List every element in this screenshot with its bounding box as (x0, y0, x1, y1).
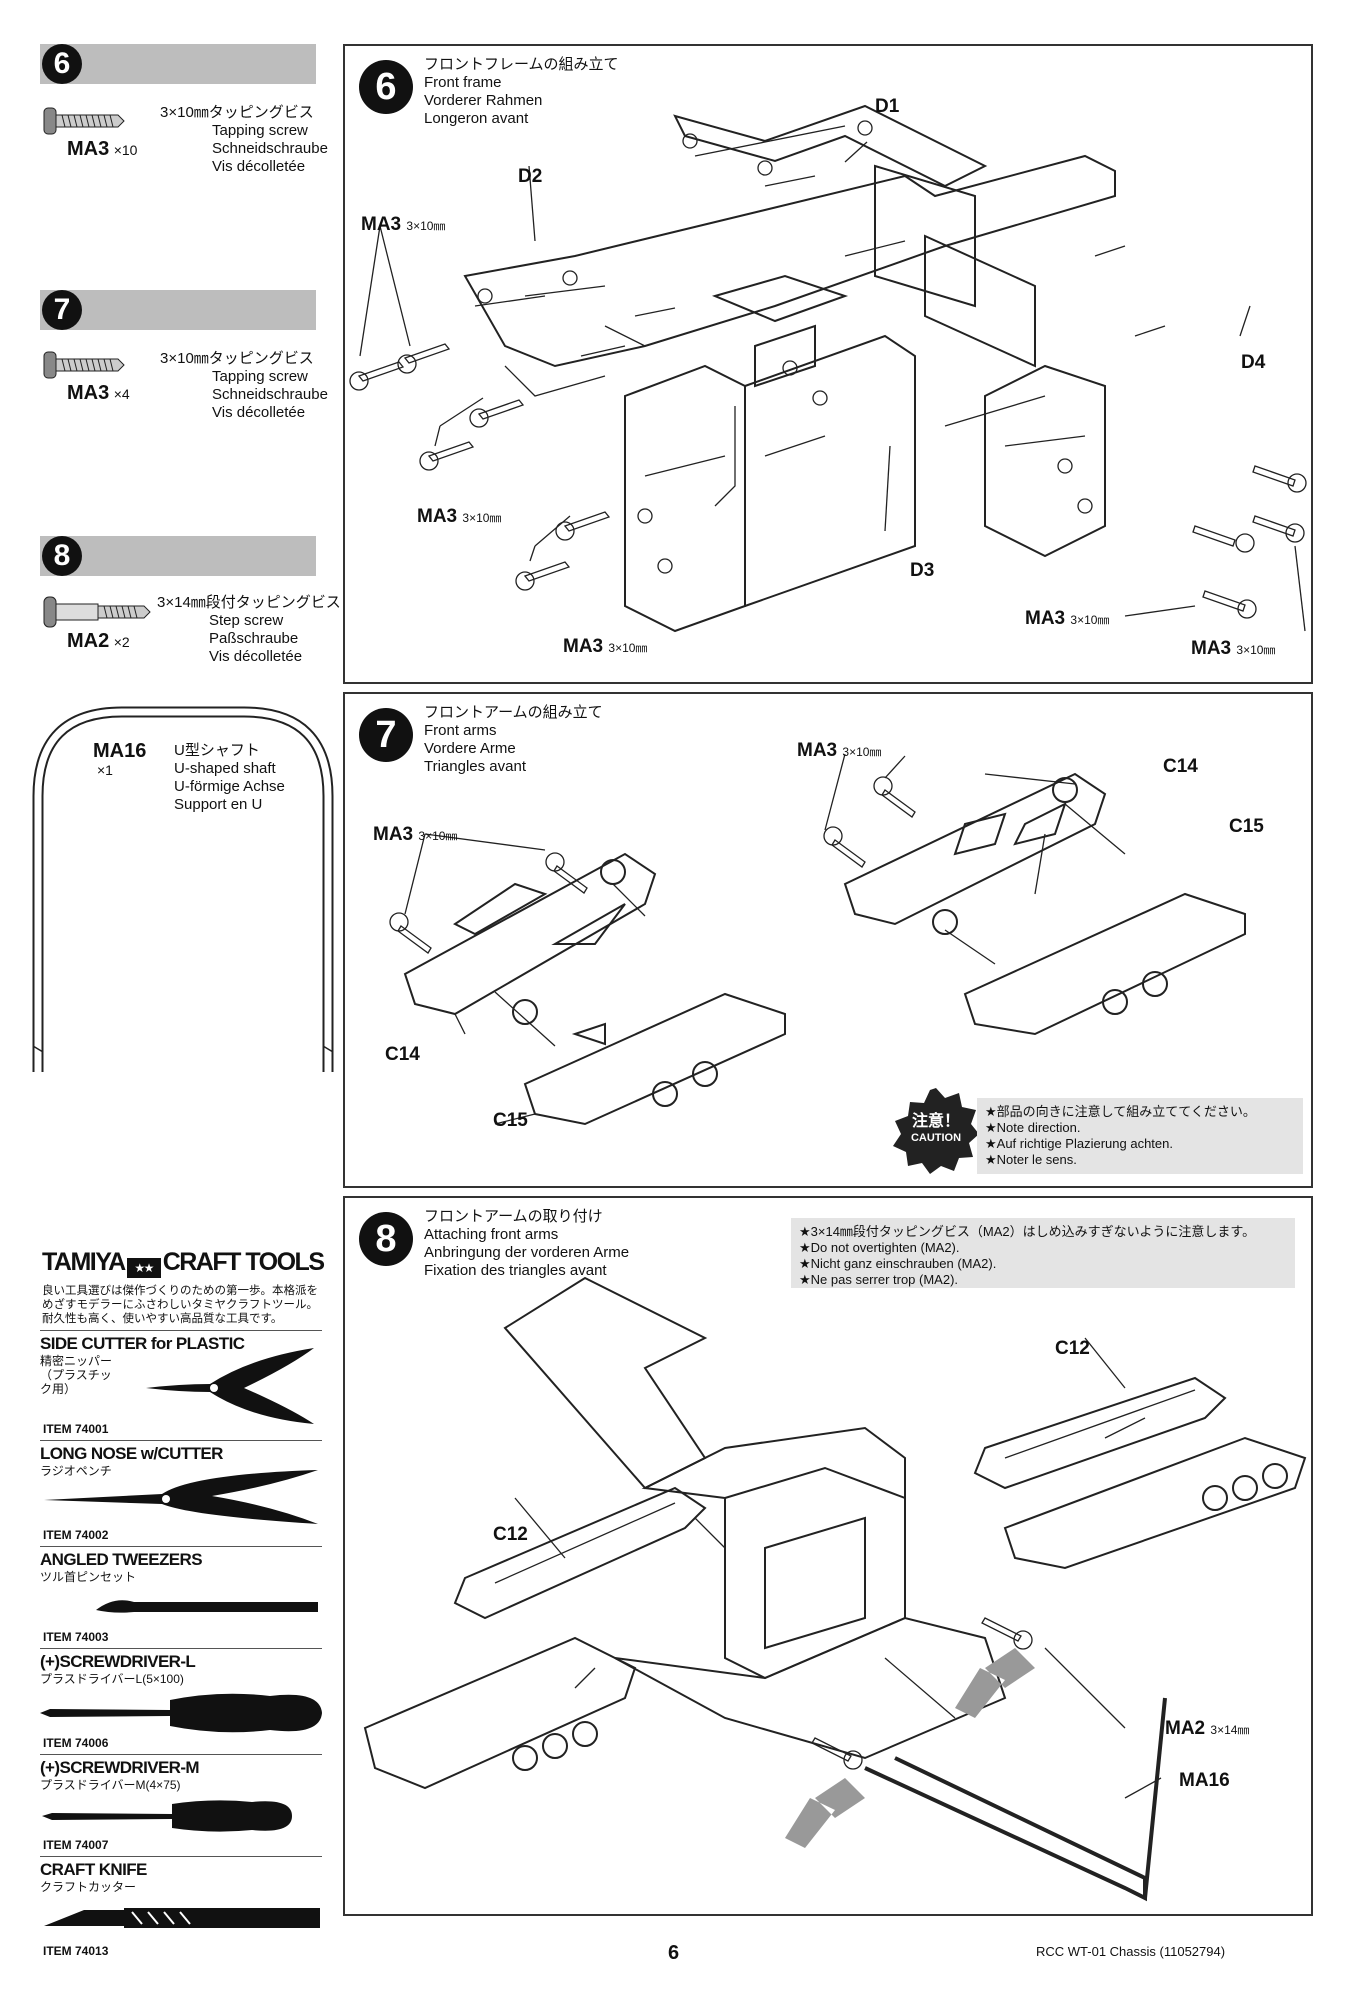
caution-badge-icon (893, 1088, 979, 1174)
tools-brand-header: TAMIYA★★CRAFT TOOLS (42, 1248, 325, 1278)
label-c12-right: C12 (1055, 1338, 1090, 1359)
label-ma3-a: MA3 3×10㎜ (361, 214, 446, 235)
label-d4: D4 (1241, 352, 1266, 373)
divider (40, 1856, 322, 1857)
panel8-title: フロントアームの取り付け Attaching front arms Anbrin… (424, 1208, 630, 1279)
long-nose-pliers-icon (44, 1470, 318, 1524)
step8-number: 8 (42, 536, 82, 576)
panel8-number: 8 (359, 1212, 413, 1266)
label-c15-left: C15 (493, 1110, 528, 1131)
label-d3: D3 (910, 560, 935, 581)
side-cutter-icon (146, 1348, 314, 1424)
screwdriver-m-icon (42, 1800, 292, 1832)
label-d2: D2 (518, 166, 543, 187)
label-ma3-b: MA3 3×10㎜ (417, 506, 502, 527)
divider (40, 1330, 322, 1331)
arrow-icon (955, 1648, 1035, 1718)
panel-step8: 8 フロントアームの取り付け Attaching front arms Anbr… (343, 1196, 1313, 1916)
step6-number: 6 (42, 44, 82, 84)
divider (40, 1546, 322, 1547)
shaft-part-desc: U型シャフト U-shaped shaft U-förmige Achse Su… (174, 742, 285, 813)
step8-part-desc: 3×14㎜段付タッピングビス Step screw Paßschraube Vi… (157, 594, 341, 665)
step6-part-desc: 3×10㎜タッピングビス Tapping screw Schneidschrau… (160, 104, 328, 175)
screwdriver-l-icon (40, 1693, 322, 1733)
label-c12-left: C12 (493, 1524, 528, 1545)
label-c14-left: C14 (385, 1044, 420, 1065)
step6-tab (40, 44, 316, 84)
label-c14-right: C14 (1163, 756, 1198, 777)
tool-side-cutter: SIDE CUTTER for PLASTIC 精密ニッパー（プラスチック用） … (40, 1334, 322, 1438)
caution-note: ★部品の向きに注意して組み立ててください。 ★Note direction. ★… (977, 1098, 1303, 1174)
angled-tweezers-icon (96, 1600, 318, 1613)
tool-long-nose: LONG NOSE w/CUTTER ラジオペンチ ITEM 74002 (40, 1444, 322, 1544)
attach-arms-diagram (363, 1276, 1307, 1902)
panel7-title: フロントアームの組み立て Front arms Vordere Arme Tri… (424, 704, 603, 775)
caution-badge-text: 注意！ CAUTION (910, 1113, 962, 1145)
doc-title: RCC WT-01 Chassis (11052794) (1036, 1944, 1226, 1959)
label-ma3-d: MA3 3×10㎜ (1025, 608, 1110, 629)
screw-group (349, 343, 1307, 619)
tool-craft-knife: CRAFT KNIFE クラフトカッター ITEM 74013 (40, 1860, 322, 1960)
divider (40, 1754, 322, 1755)
page-number: 6 (668, 1942, 680, 1964)
label-ma3-e: MA3 3×10㎜ (1191, 638, 1276, 659)
u-shaped-shaft-icon (32, 706, 334, 1072)
label-ma3-left: MA3 3×10㎜ (373, 824, 458, 845)
panel6-number: 6 (359, 60, 413, 114)
label-ma3-right: MA3 3×10㎜ (797, 740, 882, 761)
step-screw-icon (43, 596, 151, 628)
divider (40, 1648, 322, 1649)
step7-number: 7 (42, 290, 82, 330)
tools-intro: 良い工具選びは傑作づくりのための第一歩。本格派をめざすモデラーにふさわしいタミヤ… (42, 1285, 318, 1325)
step8-tab (40, 536, 316, 576)
label-ma16: MA16 (1179, 1770, 1230, 1791)
shaft-part: MA16 ×1 (93, 740, 147, 778)
panel-step6: 6 フロントフレームの組み立て Front frame Vorderer Rah… (343, 44, 1313, 684)
step6-part: MA3 ×10 (67, 138, 138, 160)
front-frame-diagram (349, 104, 1307, 633)
tool-screwdriver-l: (+)SCREWDRIVER-L プラスドライバーL(5×100) ITEM 7… (40, 1652, 322, 1752)
step7-part: MA3 ×4 (67, 382, 130, 404)
tool-tweezers: ANGLED TWEEZERS ツル首ピンセット ITEM 74003 (40, 1550, 322, 1646)
tool-screwdriver-m: (+)SCREWDRIVER-M プラスドライバーM(4×75) ITEM 74… (40, 1758, 322, 1854)
front-arms-diagram (389, 753, 1246, 1126)
panel-step7: 7 フロントアームの組み立て Front arms Vordere Arme T… (343, 692, 1313, 1188)
tapping-screw-icon (43, 107, 125, 135)
craft-knife-icon (44, 1908, 320, 1928)
step7-tab (40, 290, 316, 330)
label-c15-right: C15 (1229, 816, 1264, 837)
tamiya-logo-icon: ★★ (126, 1258, 161, 1278)
label-ma3-c: MA3 3×10㎜ (563, 636, 648, 657)
panel7-number: 7 (359, 708, 413, 762)
step7-part-desc: 3×10㎜タッピングビス Tapping screw Schneidschrau… (160, 350, 328, 421)
step8-part: MA2 ×2 (67, 630, 130, 652)
overtighten-note: ★3×14㎜段付タッピングビス（MA2）はしめ込みすぎないように注意します。 ★… (791, 1218, 1295, 1288)
panel6-title: フロントフレームの組み立て Front frame Vorderer Rahme… (424, 56, 619, 127)
label-ma2: MA2 3×14㎜ (1165, 1718, 1250, 1739)
divider (40, 1440, 322, 1441)
tapping-screw-icon (43, 351, 125, 379)
label-d1: D1 (875, 96, 900, 117)
arrow-icon (785, 1778, 865, 1848)
